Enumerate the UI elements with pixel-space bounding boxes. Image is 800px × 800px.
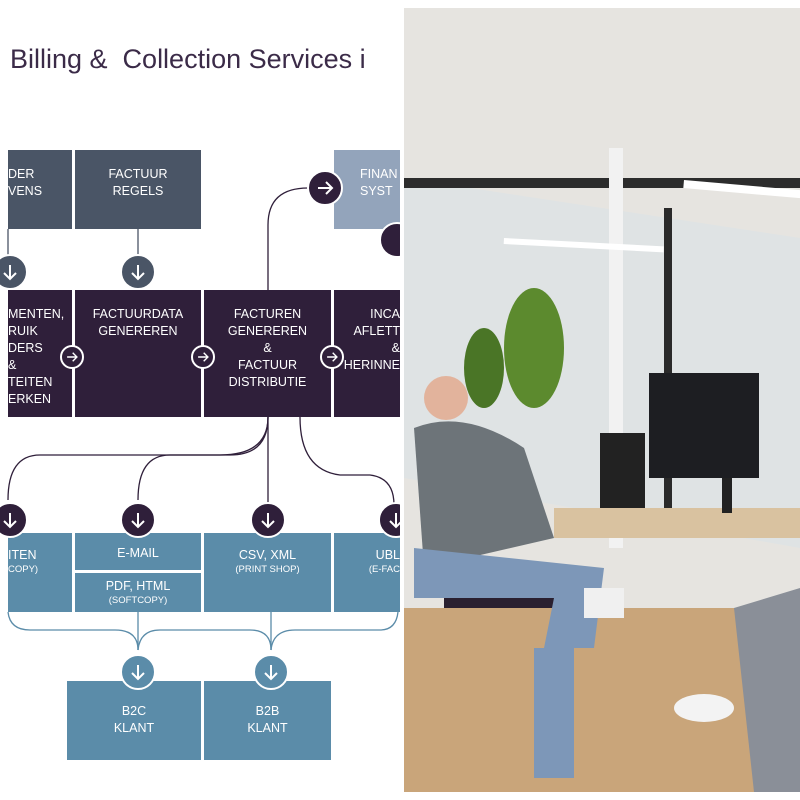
label: B2C (121, 704, 147, 718)
box-facturen-genereren: FACTUREN GENEREREN & FACTUUR DISTRIBUTIE (204, 290, 331, 417)
office-scene-image (404, 8, 800, 792)
label: HERINNE (343, 358, 400, 372)
label: KLANT (247, 721, 288, 735)
label: B2B (255, 704, 280, 718)
box-b2c-klant: B2C KLANT (67, 681, 201, 760)
arrow-right-icon (307, 170, 343, 206)
label: INCA (370, 307, 400, 321)
arrow-down-icon (120, 502, 156, 538)
label: TEITEN (8, 375, 53, 389)
box-output-csv: CSV, XML (PRINT SHOP) (204, 533, 331, 612)
box-factuur-regels: FACTUUR REGELS (75, 150, 201, 229)
arrow-down-icon (253, 654, 289, 690)
box-output-print: ITEN COPY) (8, 533, 72, 612)
label: RUIK (8, 324, 38, 338)
arrow-down-icon (120, 654, 156, 690)
label: AFLETT (353, 324, 400, 338)
label: FACTUREN (233, 307, 302, 321)
label: PDF, HTML (105, 579, 171, 593)
box-factuurdata-genereren: FACTUURDATA GENEREREN (75, 290, 201, 417)
box-finance-system: FINAN SYST (334, 150, 400, 229)
box-output-ubl: UBL (E-FAC (334, 533, 400, 612)
box-order-data: DER VENS (8, 150, 72, 229)
label: REGELS (112, 184, 164, 198)
connector-lines (7, 187, 399, 651)
label: UBL (375, 548, 400, 562)
label: FACTUUR (108, 167, 168, 181)
sublabel: (PRINT SHOP) (235, 564, 300, 575)
arrow-right-icon (60, 345, 84, 369)
label: CSV, XML (238, 548, 297, 562)
sublabel: (E-FAC (368, 564, 400, 575)
label: ITEN (8, 548, 37, 562)
label: VENS (8, 184, 43, 198)
diagram-title: Billing & Collection Services i (10, 44, 366, 74)
label: & (263, 341, 272, 355)
office-photo (404, 8, 800, 792)
label: GENEREREN (98, 324, 178, 338)
label: KLANT (113, 721, 155, 735)
label: SYST (360, 184, 393, 198)
label: & (391, 341, 400, 355)
box-b2b-klant: B2B KLANT (204, 681, 331, 760)
arrow-down-icon (378, 502, 400, 538)
arrow-down-icon (0, 254, 28, 290)
sublabel: (SOFTCOPY) (108, 595, 168, 606)
label: DISTRIBUTIE (228, 375, 307, 389)
box-output-email: E-MAIL (75, 533, 201, 570)
arrow-down-icon (0, 502, 28, 538)
label: MENTEN, (8, 307, 65, 321)
label: DERS (8, 341, 43, 355)
sublabel: COPY) (8, 564, 39, 575)
arrow-icons (0, 170, 400, 690)
label: FACTUUR (237, 358, 298, 372)
label: E-MAIL (117, 546, 159, 560)
arrow-up-icon (379, 222, 400, 258)
arrow-down-icon (250, 502, 286, 538)
label: FACTUURDATA (92, 307, 184, 321)
arrow-down-icon (120, 254, 156, 290)
label: FINAN (360, 167, 398, 181)
arrow-right-icon (320, 345, 344, 369)
label: & (8, 358, 17, 372)
box-incasso: INCA AFLETT & HERINNE (334, 290, 400, 417)
label: DER (8, 167, 35, 181)
label: GENEREREN (227, 324, 308, 338)
label: ERKEN (8, 392, 52, 406)
arrow-right-icon (191, 345, 215, 369)
box-output-pdf: PDF, HTML (SOFTCOPY) (75, 573, 201, 612)
